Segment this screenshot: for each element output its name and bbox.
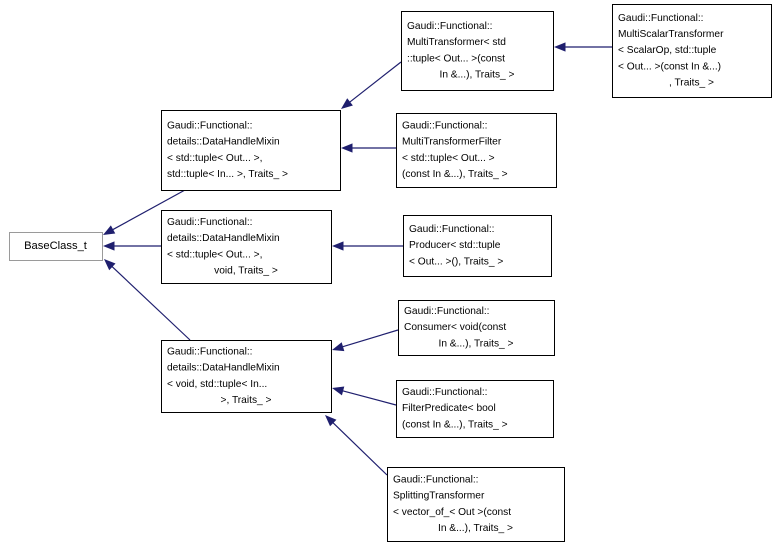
class-node-line: In &...), Traits_ >: [439, 69, 514, 80]
class-node-line: Producer< std::tuple: [409, 240, 501, 251]
class-node-line: details::DataHandleMixin: [167, 137, 280, 148]
inheritance-edge-producer-to-datahandlemixin-tuple-void: [332, 241, 403, 251]
inheritance-edge-splittingtransformer-to-datahandlemixin-void-tuple: [325, 415, 388, 476]
inheritance-edge-multitransformer-to-datahandlemixin-tuple-tuple: [341, 61, 402, 109]
class-node-box[interactable]: [403, 215, 552, 277]
class-node-line: MultiScalarTransformer: [618, 29, 724, 40]
class-node-box[interactable]: [9, 232, 103, 261]
class-node-line: < Out... >(const In &...): [618, 61, 721, 72]
edge-line: [341, 329, 399, 348]
class-node-line: In &...), Traits_ >: [438, 523, 513, 534]
edge-arrowhead-icon: [325, 415, 337, 427]
class-node-box[interactable]: [396, 113, 557, 188]
inheritance-edge-multiscalartransformer-to-multitransformer: [554, 42, 612, 52]
edge-arrowhead-icon: [554, 42, 566, 52]
class-node-box[interactable]: [161, 340, 332, 413]
edge-arrowhead-icon: [332, 386, 345, 396]
class-node-line: Gaudi::Functional::: [404, 306, 490, 317]
class-node-multiscalartransformer[interactable]: Gaudi::Functional::MultiScalarTransforme…: [612, 4, 772, 98]
class-node-line: BaseClass_t: [24, 240, 88, 252]
class-node-line: < ScalarOp, std::tuple: [618, 45, 717, 56]
class-node-box[interactable]: [401, 11, 554, 91]
edge-arrowhead-icon: [104, 259, 116, 271]
class-node-line: details::DataHandleMixin: [167, 233, 280, 244]
class-node-line: < void, std::tuple< In...: [167, 379, 267, 390]
class-node-line: In &...), Traits_ >: [438, 338, 513, 349]
class-node-line: MultiTransformer< std: [407, 37, 506, 48]
inheritance-edge-datahandlemixin-tuple-void-to-base-class-t: [103, 241, 161, 251]
edge-line: [348, 61, 402, 104]
class-node-box[interactable]: [161, 110, 341, 191]
class-node-line: Gaudi::Functional::: [409, 224, 495, 235]
inheritance-edge-multitransformerfilter-to-datahandlemixin-tuple-tuple: [341, 143, 396, 153]
class-node-line: >, Traits_ >: [221, 395, 272, 406]
edge-line: [111, 189, 186, 231]
class-node-line: ::tuple< Out... >(const: [407, 53, 505, 64]
class-node-box[interactable]: [398, 300, 555, 356]
class-node-multitransformerfilter[interactable]: Gaudi::Functional::MultiTransformerFilte…: [396, 113, 557, 188]
class-node-line: Gaudi::Functional::: [167, 346, 253, 357]
class-node-line: Gaudi::Functional::: [407, 21, 493, 32]
class-node-line: std::tuple< In... >, Traits_ >: [167, 169, 288, 180]
class-node-line: (const In &...), Traits_ >: [402, 419, 508, 430]
edge-arrowhead-icon: [341, 143, 353, 153]
class-node-line: Gaudi::Functional::: [167, 217, 253, 228]
edge-arrowhead-icon: [103, 225, 116, 235]
class-node-datahandlemixin-tuple-tuple[interactable]: Gaudi::Functional::details::DataHandleMi…: [161, 110, 341, 191]
edge-line: [331, 421, 388, 476]
edge-line: [341, 389, 397, 406]
class-node-datahandlemixin-tuple-void[interactable]: Gaudi::Functional::details::DataHandleMi…: [161, 210, 332, 284]
class-node-line: Gaudi::Functional::: [393, 474, 479, 485]
class-node-line: Gaudi::Functional::: [618, 13, 704, 24]
class-node-line: Gaudi::Functional::: [402, 387, 488, 398]
class-node-line: < std::tuple< Out... >: [402, 153, 495, 164]
edge-arrowhead-icon: [103, 241, 115, 251]
class-node-producer[interactable]: Gaudi::Functional::Producer< std::tuple<…: [403, 215, 552, 277]
class-node-line: void, Traits_ >: [214, 265, 278, 276]
class-node-datahandlemixin-void-tuple[interactable]: Gaudi::Functional::details::DataHandleMi…: [161, 340, 332, 413]
class-node-line: Gaudi::Functional::: [167, 120, 253, 131]
class-node-line: SplittingTransformer: [393, 491, 485, 502]
class-node-line: (const In &...), Traits_ >: [402, 169, 508, 180]
class-node-box[interactable]: [387, 467, 565, 542]
class-node-line: Gaudi::Functional::: [402, 120, 488, 131]
edge-arrowhead-icon: [341, 98, 353, 109]
class-node-line: < vector_of_< Out >(const: [393, 507, 511, 518]
class-node-line: < Out... >(), Traits_ >: [409, 256, 503, 267]
class-node-consumer[interactable]: Gaudi::Functional::Consumer< void(constI…: [398, 300, 555, 356]
class-node-line: < std::tuple< Out... >,: [167, 249, 262, 260]
class-node-line: < std::tuple< Out... >,: [167, 153, 262, 164]
class-node-box[interactable]: [396, 380, 554, 438]
class-node-multitransformer[interactable]: Gaudi::Functional::MultiTransformer< std…: [401, 11, 554, 91]
class-node-line: FilterPredicate< bool: [402, 403, 496, 414]
class-node-box[interactable]: [612, 4, 772, 98]
class-node-line: details::DataHandleMixin: [167, 363, 280, 374]
class-node-line: , Traits_ >: [669, 78, 714, 89]
edge-line: [110, 265, 191, 341]
edge-arrowhead-icon: [332, 241, 344, 251]
class-node-splittingtransformer[interactable]: Gaudi::Functional::SplittingTransformer<…: [387, 467, 565, 542]
edges-layer: [103, 42, 612, 476]
inheritance-edge-filterpredicate-to-datahandlemixin-void-tuple: [332, 386, 397, 406]
edge-arrowhead-icon: [332, 342, 345, 352]
inheritance-edge-consumer-to-datahandlemixin-void-tuple: [332, 329, 399, 352]
class-node-line: MultiTransformerFilter: [402, 137, 502, 148]
inheritance-edge-datahandlemixin-tuple-tuple-to-base-class-t: [103, 189, 186, 235]
class-node-line: Consumer< void(const: [404, 322, 506, 333]
inheritance-edge-datahandlemixin-void-tuple-to-base-class-t: [104, 259, 191, 341]
class-node-box[interactable]: [161, 210, 332, 284]
class-node-filterpredicate[interactable]: Gaudi::Functional::FilterPredicate< bool…: [396, 380, 554, 438]
nodes-layer: BaseClass_tGaudi::Functional::details::D…: [9, 4, 772, 542]
class-node-base-class-t[interactable]: BaseClass_t: [9, 232, 103, 261]
